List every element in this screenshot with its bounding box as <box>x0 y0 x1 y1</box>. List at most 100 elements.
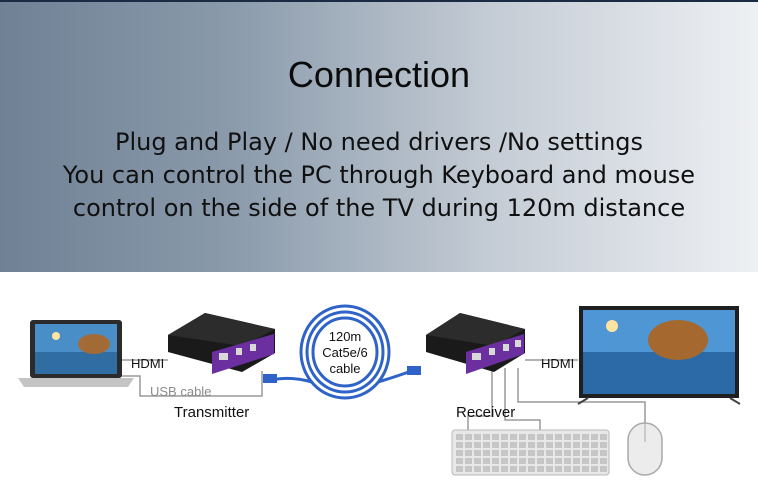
keyboard-key <box>546 450 553 456</box>
keyboard-key <box>510 450 517 456</box>
keyboard-key <box>573 450 580 456</box>
cable-word: cable <box>329 361 361 376</box>
keyboard-key <box>501 434 508 440</box>
keyboard-key <box>501 466 508 472</box>
keyboard-key <box>501 442 508 448</box>
keyboard-key <box>537 458 544 464</box>
laptop-icon <box>18 320 134 387</box>
keyboard-key <box>483 442 490 448</box>
keyboard-key <box>564 442 571 448</box>
keyboard-key <box>483 458 490 464</box>
keyboard-key <box>456 442 463 448</box>
keyboard-key <box>555 458 562 464</box>
keyboard-key <box>510 442 517 448</box>
keyboard-key <box>483 466 490 472</box>
keyboard-key <box>573 434 580 440</box>
keyboard-key <box>465 434 472 440</box>
keyboard-key <box>600 442 607 448</box>
keyboard-key <box>528 442 535 448</box>
keyboard-key <box>474 442 481 448</box>
cable-label: 120m Cat5e/6 cable <box>322 329 368 377</box>
keyboard-key <box>564 450 571 456</box>
mouse-icon <box>627 422 663 476</box>
keyboard-key <box>492 458 499 464</box>
keyboard-key <box>600 450 607 456</box>
keyboard-key <box>591 442 598 448</box>
keyboard-key <box>465 442 472 448</box>
keyboard-key <box>555 466 562 472</box>
keyboard-key <box>483 434 490 440</box>
keyboard-key <box>474 434 481 440</box>
keyboard-key <box>564 434 571 440</box>
keyboard-key <box>555 442 562 448</box>
keyboard-key <box>591 458 598 464</box>
keyboard-key <box>474 466 481 472</box>
keyboard-key <box>501 450 508 456</box>
receiver-device <box>426 313 525 374</box>
keyboard-key <box>600 458 607 464</box>
keyboard-key <box>591 466 598 472</box>
keyboard-key <box>519 442 526 448</box>
tv-icon <box>577 306 741 405</box>
keyboard-key <box>546 458 553 464</box>
keyboard-key <box>474 450 481 456</box>
keyboard-key <box>546 466 553 472</box>
rj45-connector-left <box>263 374 277 383</box>
keyboard-key <box>537 466 544 472</box>
keyboard-key <box>573 442 580 448</box>
keyboard-key <box>528 450 535 456</box>
hdmi-label-right: HDMI <box>541 356 575 371</box>
keyboard-key <box>546 434 553 440</box>
subtitle-line-3: control on the side of the TV during 120… <box>72 194 686 222</box>
keyboard-key <box>564 458 571 464</box>
keyboard-key <box>510 458 517 464</box>
keyboard-key <box>456 450 463 456</box>
keyboard-key <box>528 458 535 464</box>
keyboard-key <box>465 458 472 464</box>
keyboard-key <box>600 466 607 472</box>
keyboard-key <box>555 450 562 456</box>
network-cable <box>271 304 415 400</box>
keyboard-key <box>537 450 544 456</box>
keyboard-key <box>591 450 598 456</box>
keyboard-key <box>591 434 598 440</box>
cable-length: 120m <box>328 329 362 344</box>
keyboard-key <box>492 450 499 456</box>
keyboard-key <box>528 466 535 472</box>
transmitter-label: Transmitter <box>174 404 250 421</box>
keyboard-key <box>537 442 544 448</box>
keyboard-key <box>573 458 580 464</box>
keyboard-key <box>456 458 463 464</box>
keyboard-key <box>519 434 526 440</box>
subtitle-line-1: Plug and Play / No need drivers /No sett… <box>114 128 644 156</box>
receiver-label: Receiver <box>456 404 516 421</box>
transmitter-device <box>168 313 275 374</box>
usb-cable-label: USB cable <box>150 384 212 399</box>
keyboard-key <box>582 442 589 448</box>
keyboard-key <box>519 450 526 456</box>
keyboard-key <box>573 466 580 472</box>
hdmi-label-left: HDMI <box>131 356 165 371</box>
keyboard-key <box>546 442 553 448</box>
keyboard-key <box>510 434 517 440</box>
keyboard-key <box>519 458 526 464</box>
top-border <box>0 0 758 2</box>
keyboard-key <box>582 434 589 440</box>
keyboard-key <box>582 466 589 472</box>
page-title: Connection <box>287 54 471 95</box>
keyboard-icon <box>451 429 610 476</box>
keyboard-key <box>537 434 544 440</box>
keyboard-key <box>474 458 481 464</box>
keyboard-key <box>582 458 589 464</box>
keyboard-key <box>528 434 535 440</box>
keyboard-key <box>483 450 490 456</box>
hero-banner: Connection Plug and Play / No need drive… <box>0 0 758 272</box>
keyboard-key <box>465 450 472 456</box>
keyboard-key <box>456 466 463 472</box>
keyboard-key <box>519 466 526 472</box>
keyboard-key <box>492 466 499 472</box>
keyboard-key <box>582 450 589 456</box>
keyboard-key <box>456 434 463 440</box>
keyboard-key <box>492 442 499 448</box>
